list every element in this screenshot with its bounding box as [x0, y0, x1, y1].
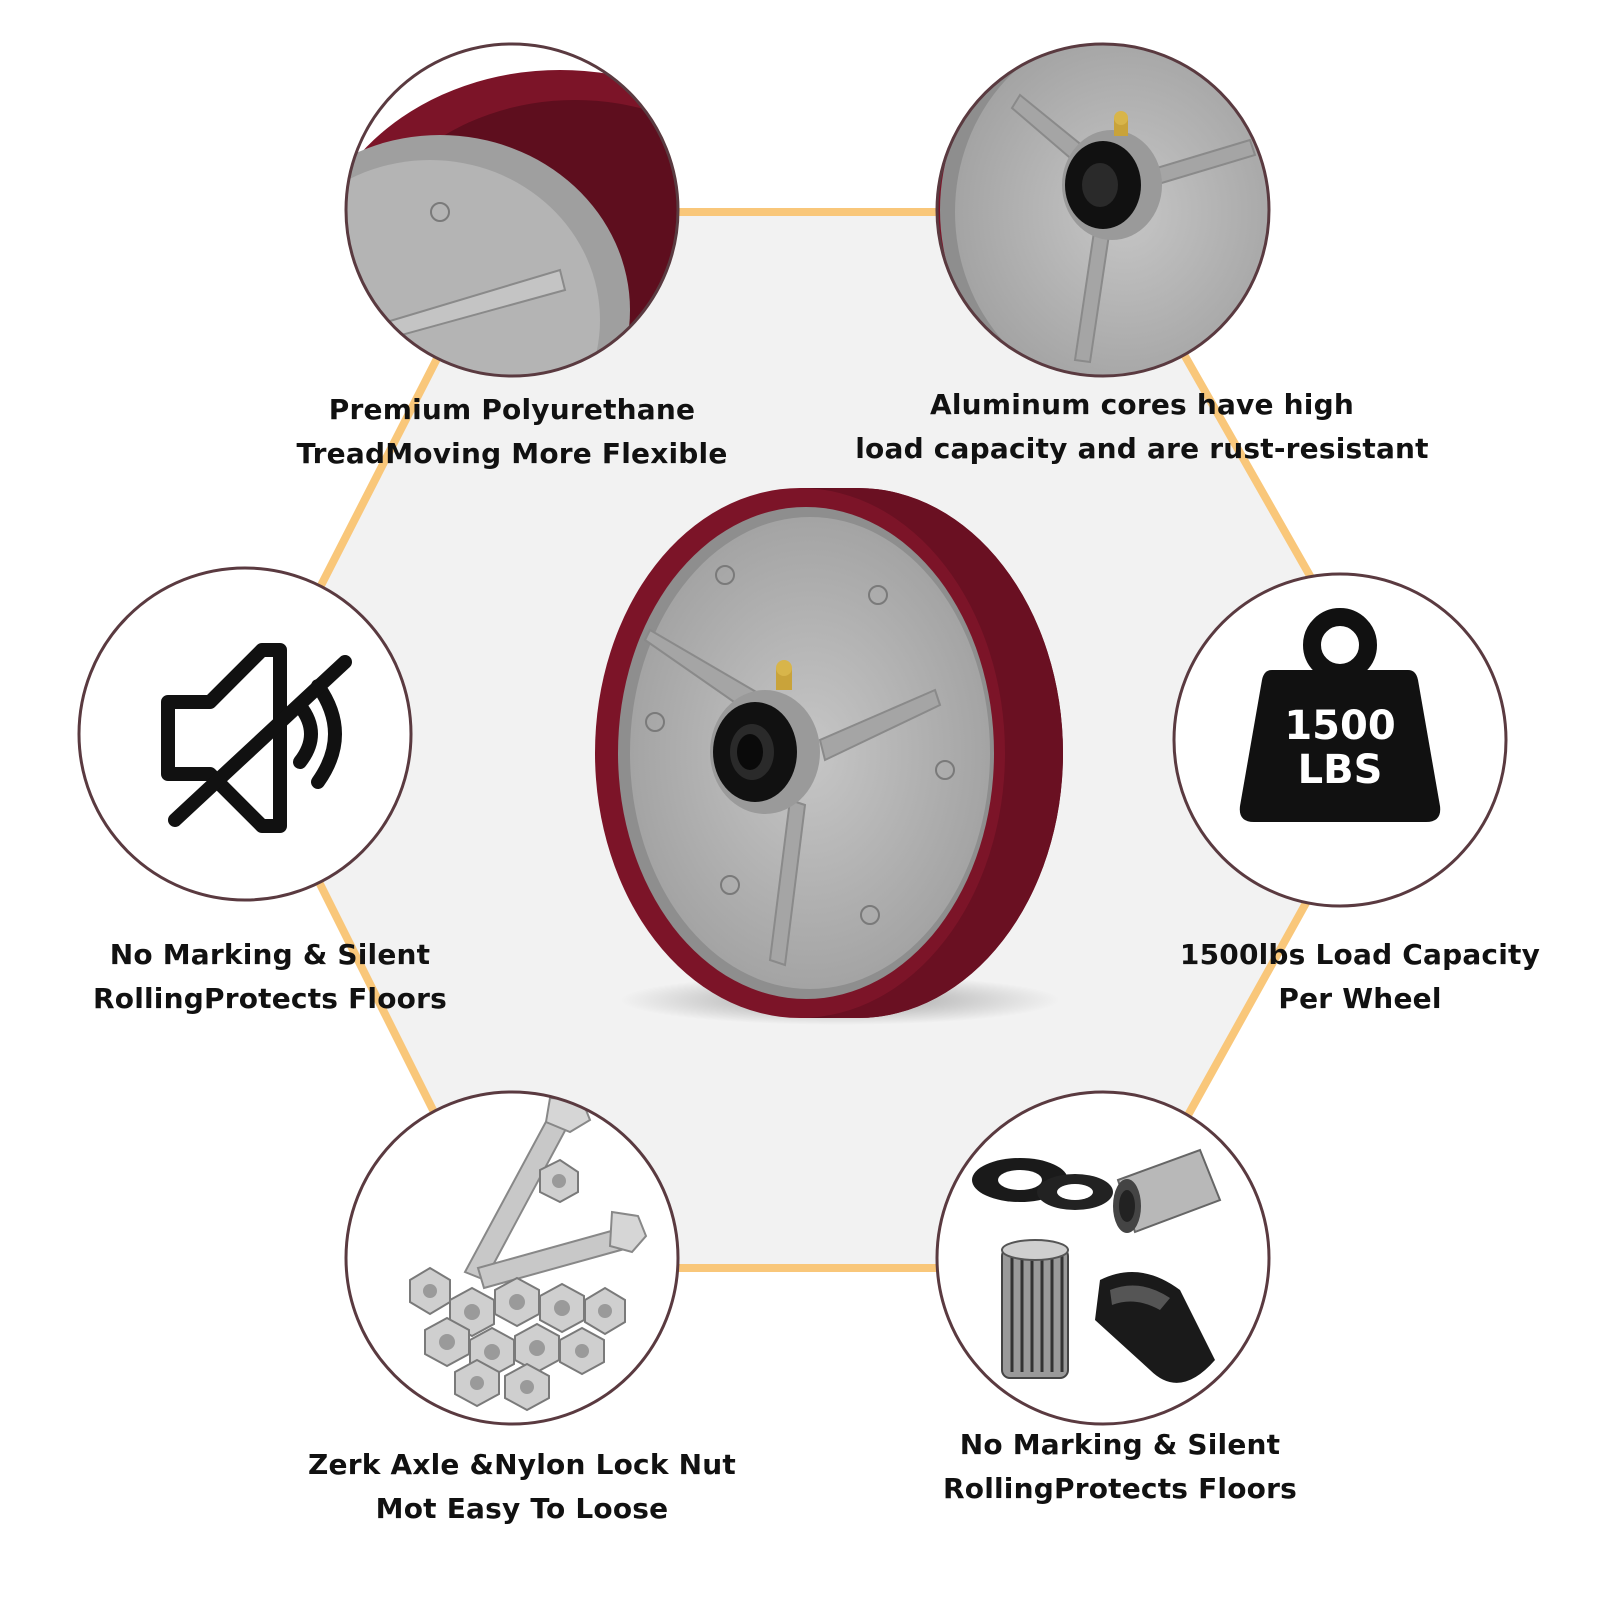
caption-silent-line1: No Marking & Silent — [109, 938, 431, 971]
caption-silent: No Marking & Silent RollingProtects Floo… — [60, 933, 480, 1021]
caption-bearings-line2: RollingProtects Floors — [943, 1472, 1297, 1505]
aluminum-core-closeup — [935, 42, 1271, 378]
polyurethane-tread-closeup — [344, 42, 680, 378]
bearings-and-spacers-photo — [935, 1090, 1271, 1426]
weight-badge-text: 1500 LBS — [1265, 704, 1415, 792]
caption-core: Aluminum cores have high load capacity a… — [842, 383, 1442, 471]
caption-capacity-line2: Per Wheel — [1278, 982, 1442, 1015]
caption-capacity: 1500lbs Load Capacity Per Wheel — [1150, 933, 1570, 1021]
bolts-and-nuts-photo — [344, 1090, 680, 1426]
mute-speaker-icon — [77, 566, 413, 902]
circle-frame-tread — [344, 42, 680, 378]
caster-wheel-photo — [595, 488, 1063, 1025]
circle-frame-bearings — [935, 1090, 1271, 1426]
caption-capacity-line1: 1500lbs Load Capacity — [1179, 938, 1541, 971]
caption-hardware-line1: Zerk Axle &Nylon Lock Nut — [308, 1448, 736, 1481]
caption-bearings: No Marking & Silent RollingProtects Floo… — [900, 1423, 1340, 1511]
caption-hardware-line2: Mot Easy To Loose — [375, 1492, 669, 1525]
caption-bearings-line1: No Marking & Silent — [959, 1428, 1281, 1461]
caption-tread: Premium Polyurethane TreadMoving More Fl… — [262, 388, 762, 476]
caption-core-line2: load capacity and are rust-resistant — [855, 432, 1429, 465]
caption-silent-line2: RollingProtects Floors — [93, 982, 447, 1015]
caption-tread-line2: TreadMoving More Flexible — [296, 437, 728, 470]
circle-frame-hardware — [344, 1090, 680, 1426]
circle-frame-core — [935, 42, 1271, 378]
caption-tread-line1: Premium Polyurethane — [328, 393, 696, 426]
weight-icon — [1172, 572, 1508, 908]
caption-hardware: Zerk Axle &Nylon Lock Nut Mot Easy To Lo… — [262, 1443, 782, 1531]
caption-core-line1: Aluminum cores have high — [930, 388, 1354, 421]
weight-badge-number: 1500 — [1284, 703, 1396, 749]
weight-badge-unit: LBS — [1297, 747, 1383, 793]
